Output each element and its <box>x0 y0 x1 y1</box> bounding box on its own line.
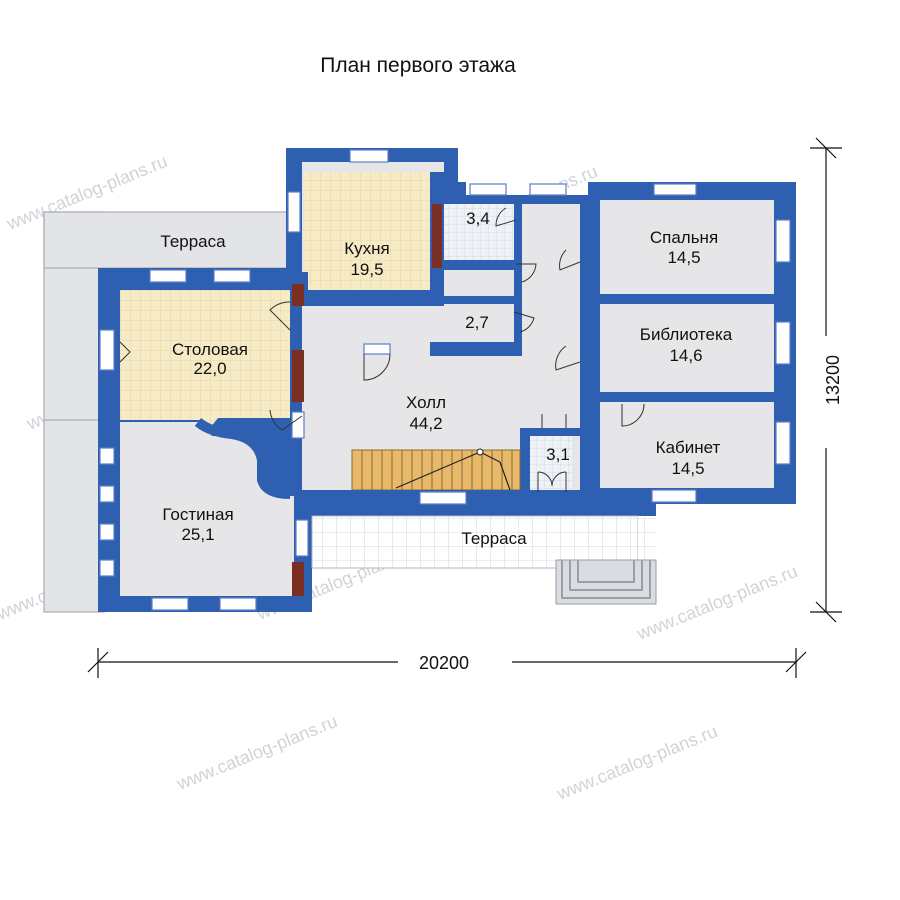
room-area: 3,4 <box>466 209 490 228</box>
room-area: 44,2 <box>409 414 442 433</box>
room-dining <box>120 290 290 428</box>
room-name: Гостиная <box>162 505 233 524</box>
room-bath-small <box>444 204 514 260</box>
doors <box>119 207 645 492</box>
room-name: Столовая <box>172 340 248 359</box>
room-name: Терраса <box>461 529 527 548</box>
staircase <box>351 448 521 491</box>
dimension-depth <box>810 137 842 623</box>
dimension-depth-label: 13200 <box>823 355 843 405</box>
room-area: 19,5 <box>350 260 383 279</box>
room-kitchen <box>304 172 430 290</box>
room-area: 14,5 <box>667 248 700 267</box>
terrace-bottom <box>311 515 657 605</box>
room-name: Терраса <box>160 232 226 251</box>
room-area: 14,5 <box>671 459 704 478</box>
room-area: 22,0 <box>193 359 226 378</box>
watermark: www.catalog-plans.ru <box>633 561 800 644</box>
room-area: 3,1 <box>546 445 570 464</box>
room-library <box>600 304 774 392</box>
room-name: Библиотека <box>640 325 733 344</box>
room-office <box>600 402 774 488</box>
room-area: 2,7 <box>465 313 489 332</box>
chimneys <box>292 204 442 596</box>
room-bedroom <box>600 200 774 294</box>
watermark: www.catalog-plans.ru <box>173 711 340 794</box>
terrace-left <box>43 211 291 613</box>
watermark: www.catalog-plans.ru <box>553 721 720 804</box>
room-name: Кабинет <box>656 438 721 457</box>
room-labels: Терраса Кухня 19,5 3,4 2,7 Спальня 14,5 … <box>160 209 732 548</box>
room-living <box>120 422 296 596</box>
dimension-width-label: 20200 <box>419 653 469 673</box>
dimension-width <box>87 648 807 678</box>
room-area: 14,6 <box>669 346 702 365</box>
room-closet <box>444 304 514 342</box>
room-area: 25,1 <box>181 525 214 544</box>
room-name: Кухня <box>344 239 390 258</box>
room-name: Холл <box>406 393 446 412</box>
windows <box>99 149 791 611</box>
room-name: Спальня <box>650 228 718 247</box>
plan-title: План первого этажа <box>320 54 516 77</box>
